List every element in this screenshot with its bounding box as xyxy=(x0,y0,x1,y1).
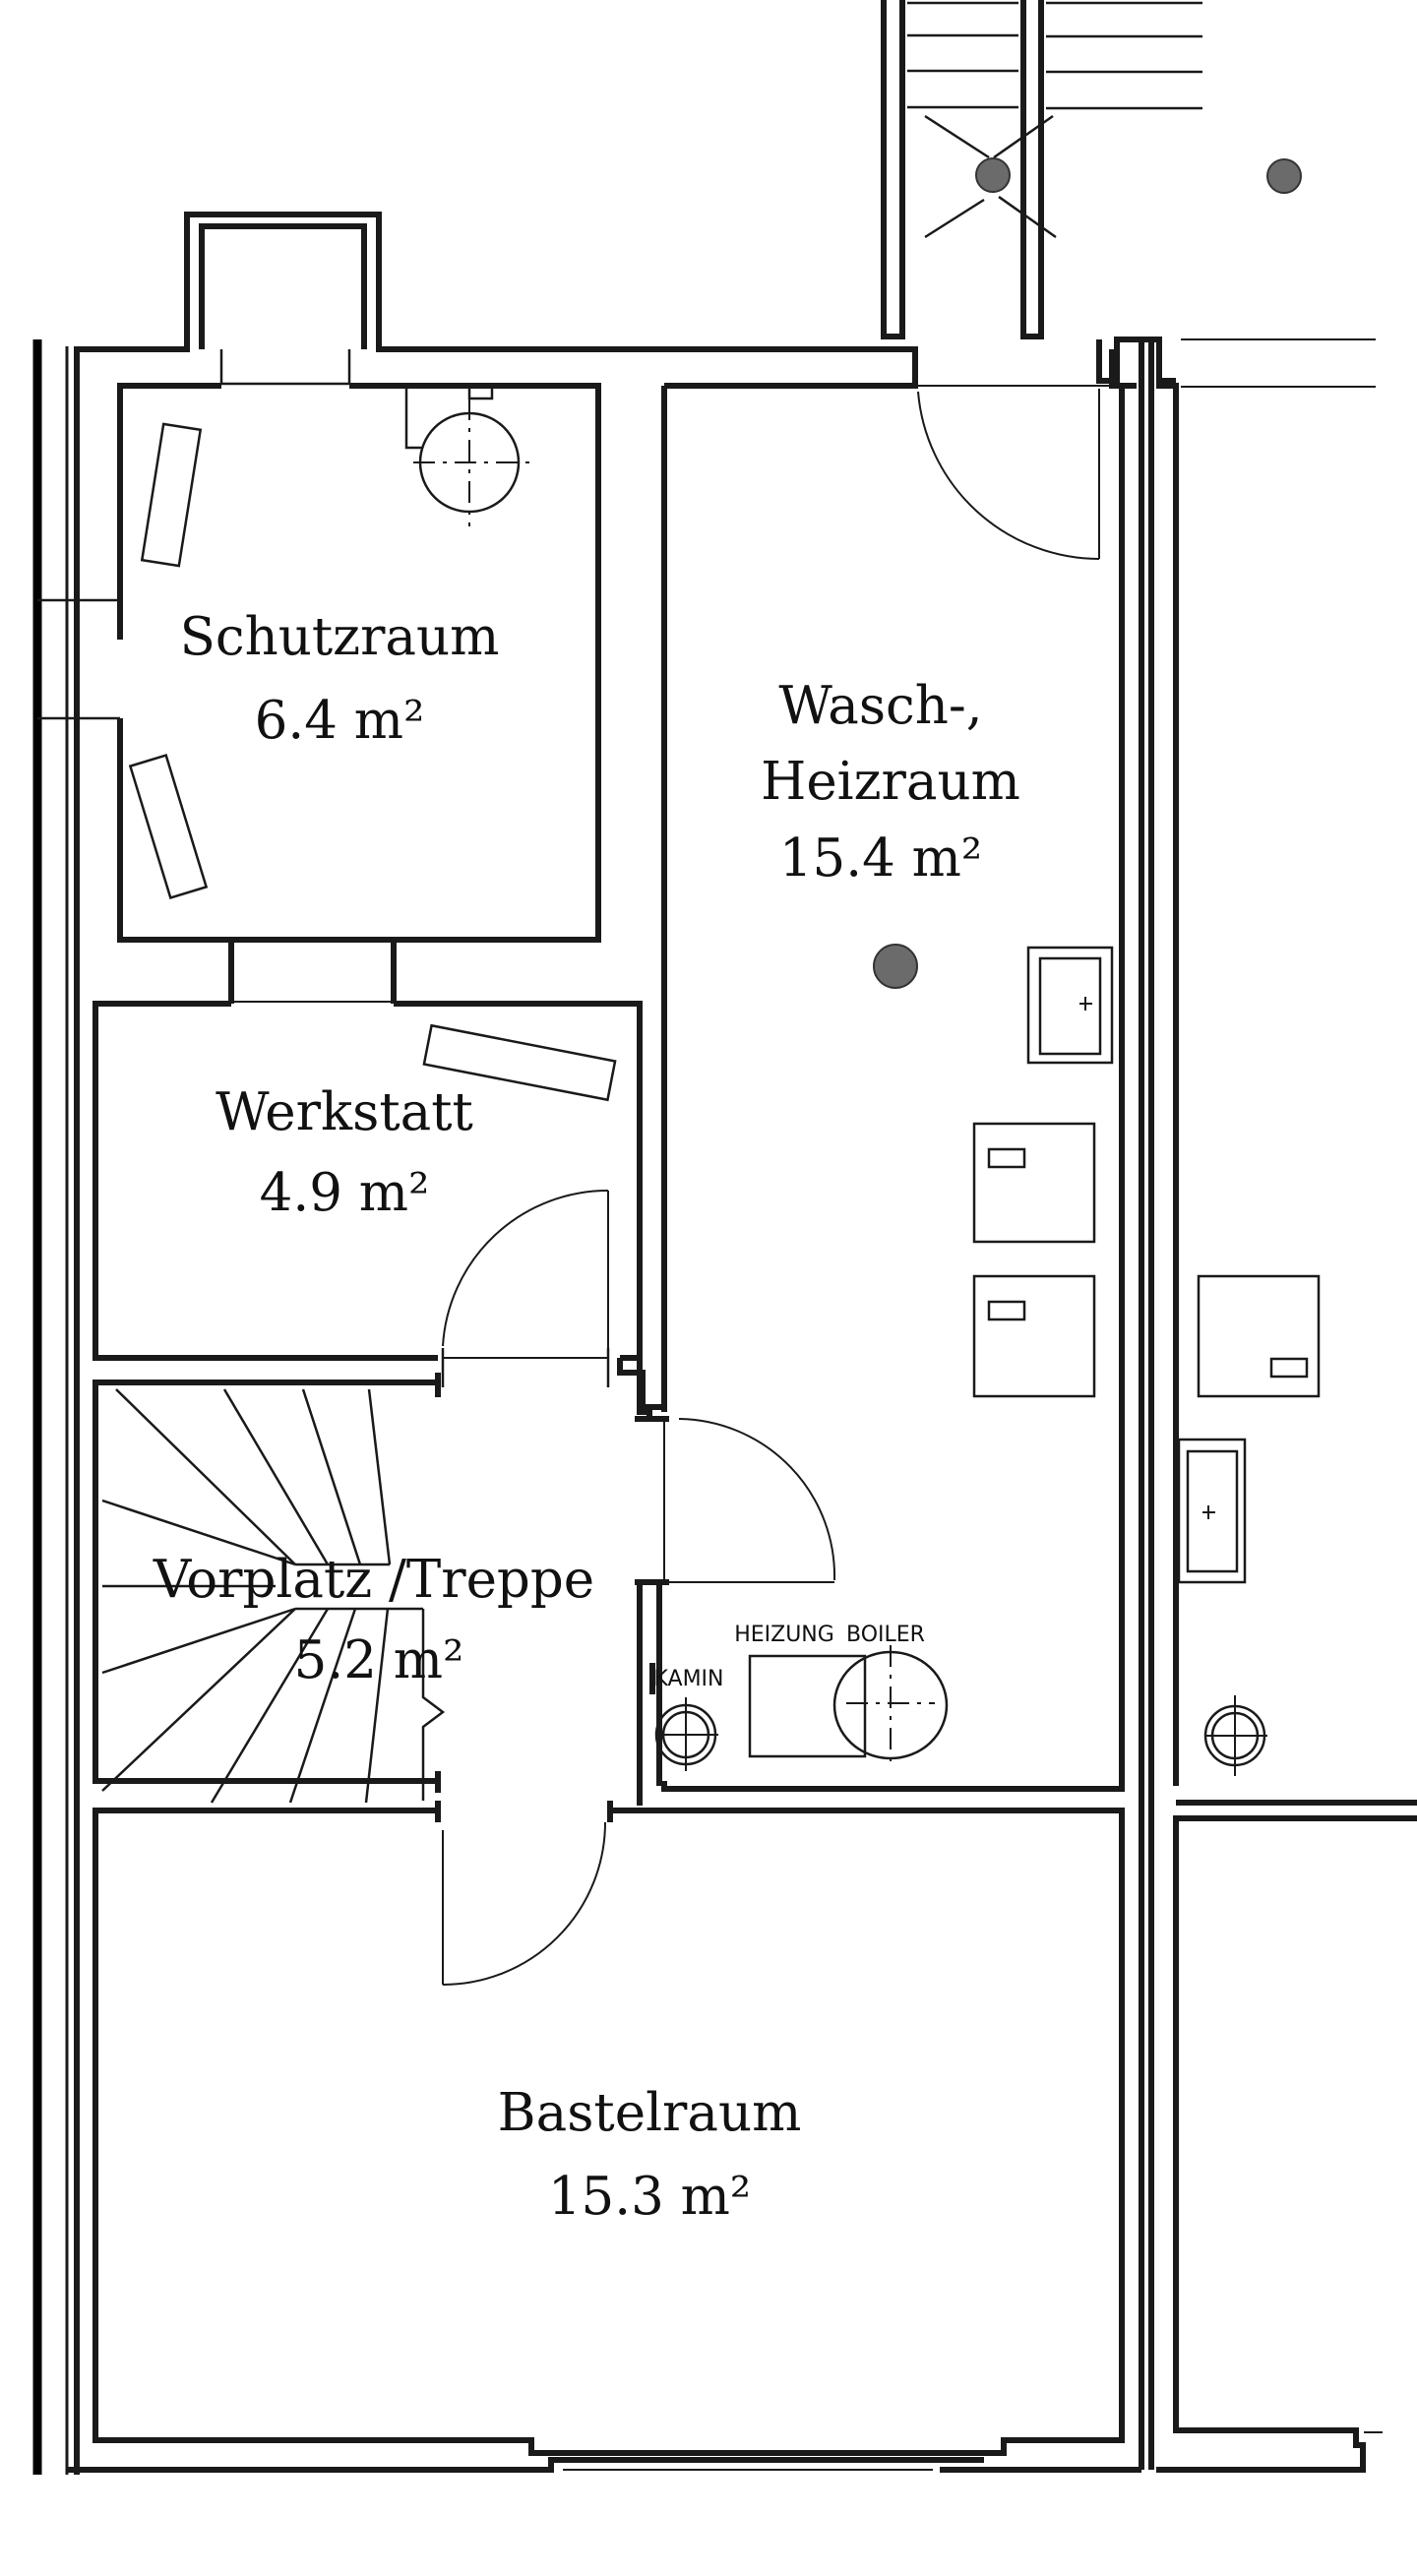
drain-icon xyxy=(1266,158,1302,194)
boiler-label: BOILER xyxy=(846,1623,925,1647)
staircase-icon xyxy=(101,1388,446,1804)
room-name-werkstatt: Werkstatt xyxy=(216,1082,473,1142)
exterior-stair-top xyxy=(881,0,1202,339)
drain-icon xyxy=(975,157,1011,193)
room-name-vorplatz-treppe: Vorplatz /Treppe xyxy=(153,1550,594,1610)
boiler-icon: BOILER xyxy=(832,1623,949,1766)
neighbour-kamin-icon xyxy=(1203,1695,1267,1776)
bed-icon xyxy=(128,753,209,900)
neighbour-unit xyxy=(1177,1274,1321,1776)
room-name-heizraum: Heizraum xyxy=(761,752,1020,812)
neighbour-washing-machine-icon xyxy=(1197,1274,1321,1398)
kamin-label: KAMIN xyxy=(653,1667,723,1691)
neighbour-sink-icon xyxy=(1177,1438,1247,1584)
room-schutzraum: Schutzraum 6.4 m² xyxy=(117,383,601,1004)
room-name-schutzraum: Schutzraum xyxy=(180,607,500,667)
room-area-schutzraum: 6.4 m² xyxy=(255,691,425,751)
door-waschraum xyxy=(663,1418,836,1583)
party-wall xyxy=(1096,337,1376,2470)
room-name-wasch: Wasch-, xyxy=(778,676,982,736)
door-bastelraum xyxy=(442,1821,606,1986)
door-werkstatt xyxy=(441,1189,610,1387)
room-area-wasch-heizraum: 15.4 m² xyxy=(779,828,982,889)
room-name-bastelraum: Bastelraum xyxy=(498,2083,802,2143)
room-vorplatz-treppe: Vorplatz /Treppe 5.2 m² xyxy=(92,1373,836,1804)
top-wall xyxy=(77,212,918,386)
room-area-bastelraum: 15.3 m² xyxy=(548,2167,751,2227)
heizung-heater-icon: HEIZUNG xyxy=(734,1623,867,1758)
room-bastelraum: Bastelraum 15.3 m² xyxy=(67,1801,1125,2473)
room-werkstatt: Werkstatt 4.9 m² xyxy=(92,1001,643,1387)
bottom-wall-right xyxy=(940,1800,1417,2473)
workbench-icon xyxy=(422,1023,617,1102)
room-area-vorplatz-treppe: 5.2 m² xyxy=(294,1630,464,1690)
floor-drain-icon xyxy=(873,944,918,989)
ventilation-unit-icon xyxy=(404,386,531,526)
central-wall xyxy=(617,386,669,1806)
bed-icon xyxy=(140,422,203,568)
sink-icon xyxy=(1026,946,1114,1065)
room-wasch-heizraum: Wasch-, Heizraum 15.4 m² KAMIN xyxy=(649,349,1125,1792)
kamin-chimney-icon: KAMIN xyxy=(649,1663,724,1771)
light-shaft-grate xyxy=(924,114,1302,239)
room-area-werkstatt: 4.9 m² xyxy=(260,1163,430,1223)
washing-machine-icon xyxy=(972,1122,1096,1244)
dryer-icon xyxy=(972,1274,1096,1398)
outer-left-wall xyxy=(32,339,120,2475)
door-waschraum-outside xyxy=(917,389,1100,560)
heizung-label: HEIZUNG xyxy=(734,1623,834,1647)
